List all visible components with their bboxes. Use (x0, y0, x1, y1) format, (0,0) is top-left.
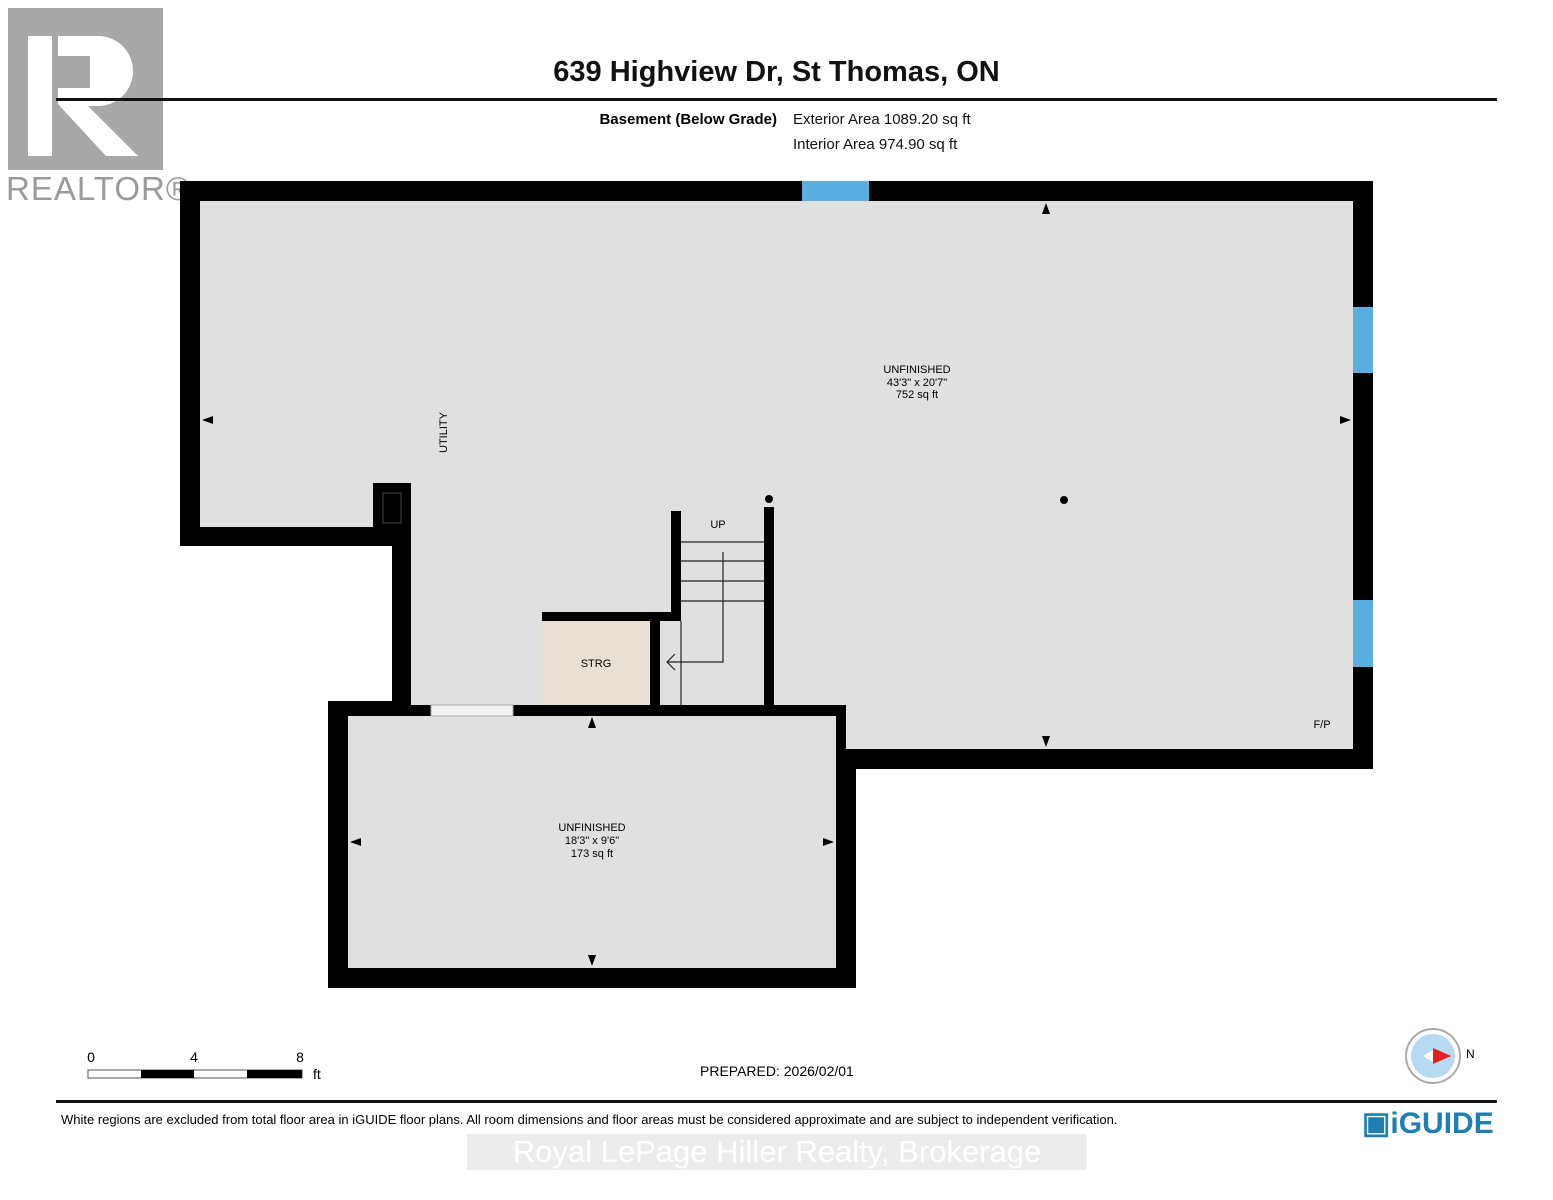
scale-tick: 0 (87, 1049, 95, 1065)
column (1060, 496, 1068, 504)
exterior-area: Exterior Area 1089.20 sq ft (793, 111, 971, 128)
iguide-brand: iGUIDE (1390, 1107, 1494, 1140)
stairs-up-label: UP (710, 519, 725, 531)
interior-area: Interior Area 974.90 sq ft (793, 136, 958, 153)
utility-label: UTILITY (438, 411, 450, 453)
page-title: 639 Highview Dr, St Thomas, ON (553, 56, 1000, 88)
dimension-arrows (202, 203, 1351, 966)
wall (542, 612, 681, 621)
room-name: UNFINISHED (883, 364, 950, 376)
disclaimer: White regions are excluded from total fl… (61, 1112, 1118, 1127)
realtor-logo-text: REALTOR® (6, 170, 192, 207)
lower-room-floor (348, 716, 836, 968)
room-name: UNFINISHED (558, 822, 625, 834)
scale-bar: 0 4 8 ft (87, 1049, 321, 1082)
window (802, 181, 869, 201)
storage-floor (542, 621, 650, 705)
column (765, 495, 773, 503)
iguide-logo: ▣iGUIDE (1362, 1106, 1494, 1141)
fireplace-label: F/P (1313, 719, 1330, 731)
wall (671, 511, 681, 621)
realtor-logo (8, 8, 163, 170)
floor-name: Basement (Below Grade) (599, 111, 777, 128)
compass-north: N (1466, 1047, 1475, 1061)
prepared-date: PREPARED: 2026/02/01 (700, 1063, 854, 1079)
wall (650, 612, 660, 705)
floor-plan: UNFINISHED 43'3" x 20'7" 752 sq ft UNFIN… (180, 181, 1373, 988)
room-dims: 18'3" x 9'6" (565, 835, 619, 847)
wall (764, 507, 774, 705)
window (1353, 600, 1373, 667)
watermark: Royal LePage Hiller Realty, Brokerage (467, 1134, 1087, 1170)
compass-icon: N (1405, 1028, 1475, 1084)
divider (56, 98, 1497, 101)
main-room-floor (200, 201, 1353, 749)
divider (56, 1100, 1497, 1103)
room-area: 752 sq ft (896, 389, 938, 401)
scale-tick: 4 (190, 1049, 198, 1065)
room-area: 173 sq ft (571, 848, 613, 860)
scale-unit: ft (313, 1066, 321, 1082)
post (373, 483, 411, 527)
iguide-camera-icon: ▣ (1362, 1107, 1391, 1140)
window (1353, 307, 1373, 373)
storage-label: STRG (581, 658, 612, 670)
room-dims: 43'3" x 20'7" (887, 377, 947, 389)
doorway (430, 704, 514, 717)
stairs (666, 541, 764, 705)
scale-tick: 8 (296, 1049, 304, 1065)
